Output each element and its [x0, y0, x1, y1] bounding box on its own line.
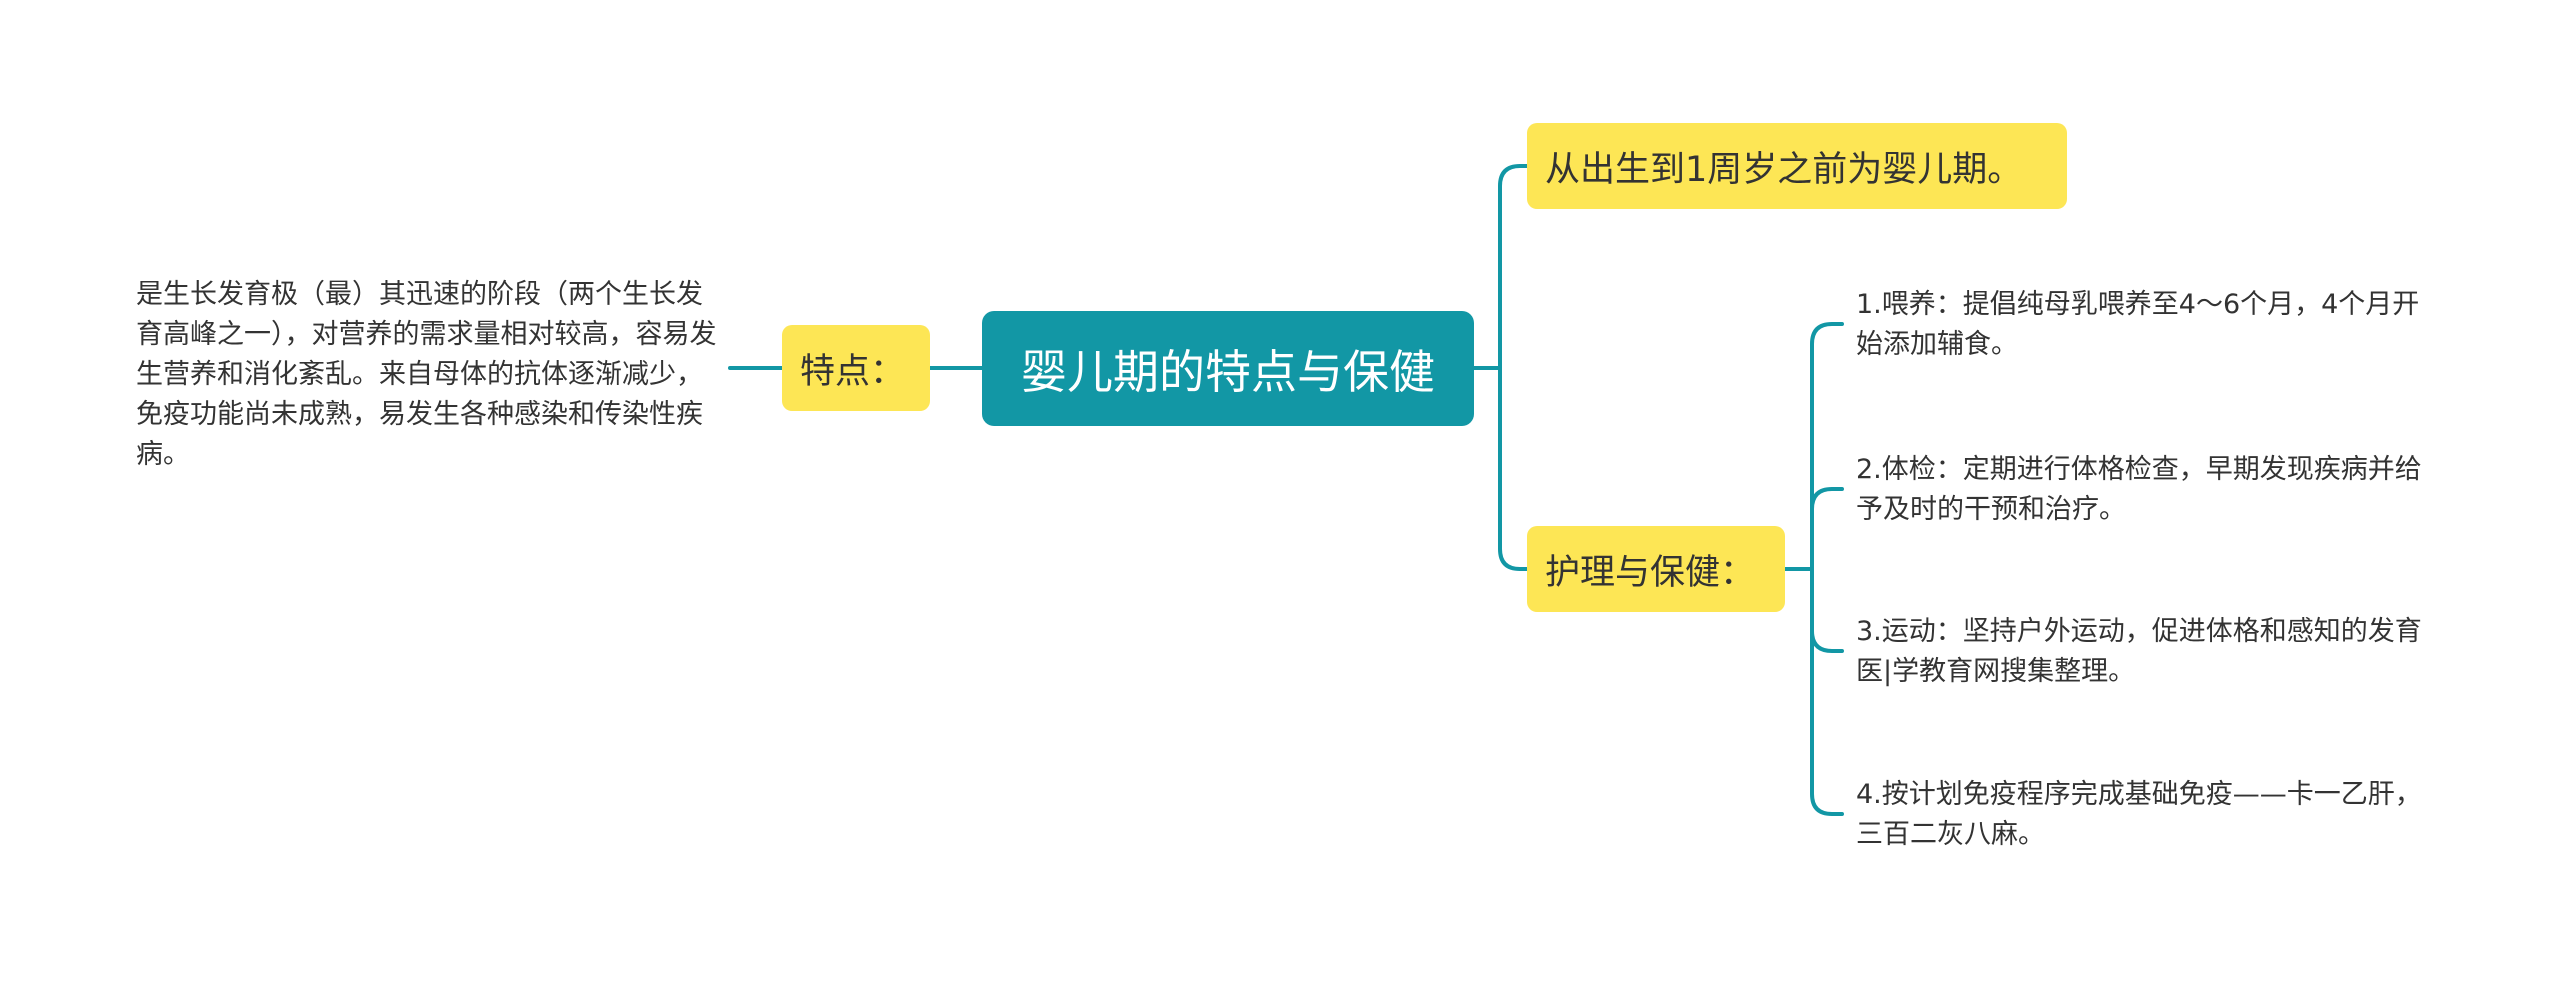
care-item-feeding: 1.喂养：提倡纯母乳喂养至4～6个月，4个月开始添加辅食。	[1856, 289, 2420, 360]
branch-label-tedian: 特点：	[800, 351, 906, 392]
tedian-description: 是生长发育极（最）其迅速的阶段（两个生长发育高峰之一），对营养的需求量相对较高，…	[136, 279, 717, 470]
root-label: 婴儿期的特点与保健	[1021, 344, 1435, 399]
link-care-l1	[1810, 322, 1844, 571]
link-care-l4	[1810, 567, 1844, 816]
branch-label-definition: 从出生到1周岁之前为婴儿期。	[1545, 149, 2023, 190]
care-item-exercise: 3.运动：坚持户外运动，促进体格和感知的发育医|学教育网搜集整理。	[1856, 616, 2422, 687]
branch-node-definition[interactable]: 从出生到1周岁之前为婴儿期。	[1527, 123, 2067, 209]
link-right-def	[1498, 164, 1529, 370]
link-care-l3	[1810, 567, 1844, 653]
root-node[interactable]: 婴儿期的特点与保健	[982, 311, 1474, 426]
branch-node-care[interactable]: 护理与保健：	[1527, 526, 1785, 612]
link-care-l2	[1810, 487, 1844, 571]
branch-label-care: 护理与保健：	[1545, 552, 1756, 593]
care-item-immunization: 4.按计划免疫程序完成基础免疫——卡一乙肝，三百二灰八麻。	[1856, 779, 2422, 850]
care-item-checkup: 2.体检：定期进行体格检查，早期发现疾病并给予及时的干预和治疗。	[1856, 454, 2422, 525]
branch-node-tedian[interactable]: 特点：	[782, 325, 930, 411]
link-right-care	[1498, 366, 1529, 571]
